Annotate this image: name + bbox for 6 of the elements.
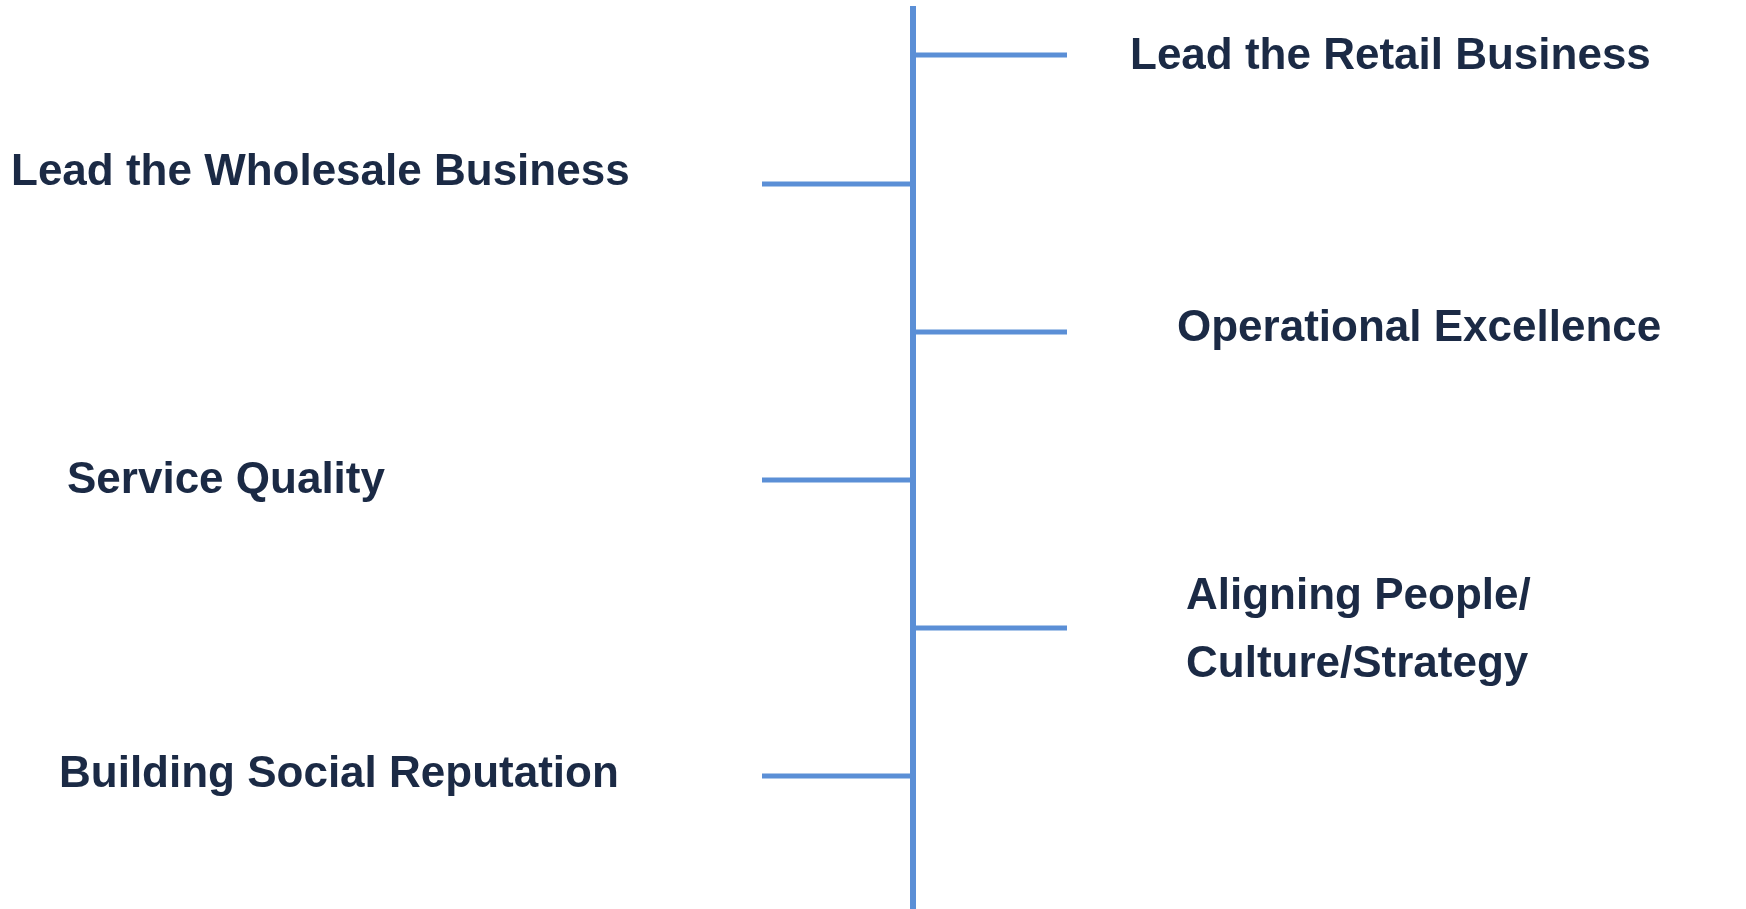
milestone-label: Service Quality — [67, 452, 385, 504]
milestone-label: Building Social Reputation — [59, 746, 619, 798]
milestone-label: Operational Excellence — [1177, 300, 1662, 352]
milestone-label: Lead the Retail Business — [1130, 28, 1651, 80]
milestone-label: Lead the Wholesale Business — [11, 144, 630, 196]
milestone-label: Aligning People/ Culture/Strategy — [1186, 568, 1532, 688]
